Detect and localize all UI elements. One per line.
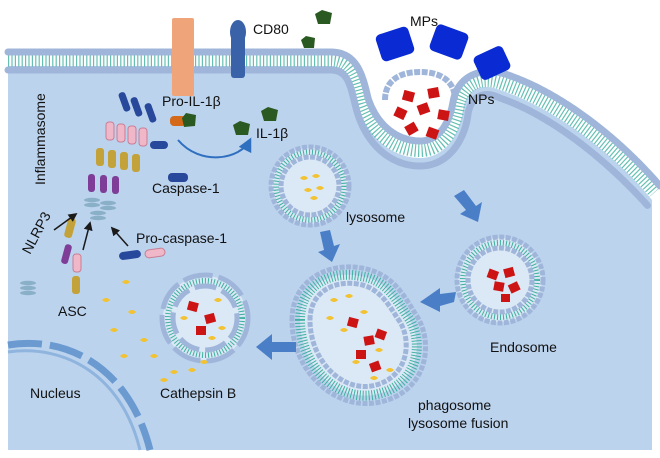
cd80-receptor	[230, 20, 246, 78]
fusion-label-line1: phagosome	[418, 397, 491, 413]
cathepsin-label: Cathepsin B	[160, 385, 236, 401]
orange-receptor	[172, 18, 194, 96]
endosome	[454, 234, 546, 326]
microparticles	[375, 24, 511, 80]
cd80-label: CD80	[253, 21, 289, 37]
fusion-label-line2: lysosome fusion	[408, 415, 508, 431]
cleavage-arrow	[177, 137, 252, 159]
arrow-endosome-to-fusion	[420, 288, 456, 312]
nlrp3-monomer	[20, 217, 76, 296]
arrow-lysosome-to-fusion	[318, 230, 340, 262]
asc-label: ASC	[58, 303, 87, 319]
il1b-molecule	[233, 121, 250, 135]
phagolysosome	[289, 264, 428, 406]
arrow-membrane-to-endosome	[454, 190, 482, 222]
caspase1-molecule	[150, 141, 168, 149]
pathway-arrows	[256, 190, 482, 360]
caspase1-molecule-2	[168, 173, 188, 182]
caspase1-label: Caspase-1	[152, 180, 220, 196]
pro-il1b-molecule	[170, 113, 196, 127]
cell-membrane	[4, 48, 660, 210]
il1b-extracellular	[301, 10, 332, 48]
pro-caspase-arrow	[110, 226, 129, 247]
nps-label: NPs	[468, 91, 494, 107]
il1b-molecule-2	[261, 107, 278, 121]
mps-label: MPs	[410, 13, 438, 29]
inflammasome-complex	[84, 92, 157, 221]
lysosome	[268, 144, 352, 228]
ruptured-lysosome	[159, 272, 251, 364]
nanoparticles-pocket	[393, 87, 450, 140]
asc-monomer	[72, 253, 82, 294]
pro-caspase1-monomer	[119, 247, 166, 260]
inflammasome-label: Inflammasome	[32, 93, 48, 185]
il1b-label: IL-1β	[256, 125, 288, 141]
lysosome-label: lysosome	[346, 209, 405, 225]
pro-il1b-label: Pro-IL-1β	[162, 93, 221, 109]
cathepsin-b-released	[102, 280, 208, 382]
arrow-fusion-to-rupture	[256, 334, 296, 360]
nlrp3-arrow	[53, 212, 78, 231]
pro-caspase1-label: Pro-caspase-1	[136, 230, 227, 246]
asc-arrow	[82, 221, 93, 251]
nucleus: Nucleus	[7, 339, 154, 451]
nucleus-label: Nucleus	[30, 385, 81, 401]
endosome-label: Endosome	[490, 339, 557, 355]
